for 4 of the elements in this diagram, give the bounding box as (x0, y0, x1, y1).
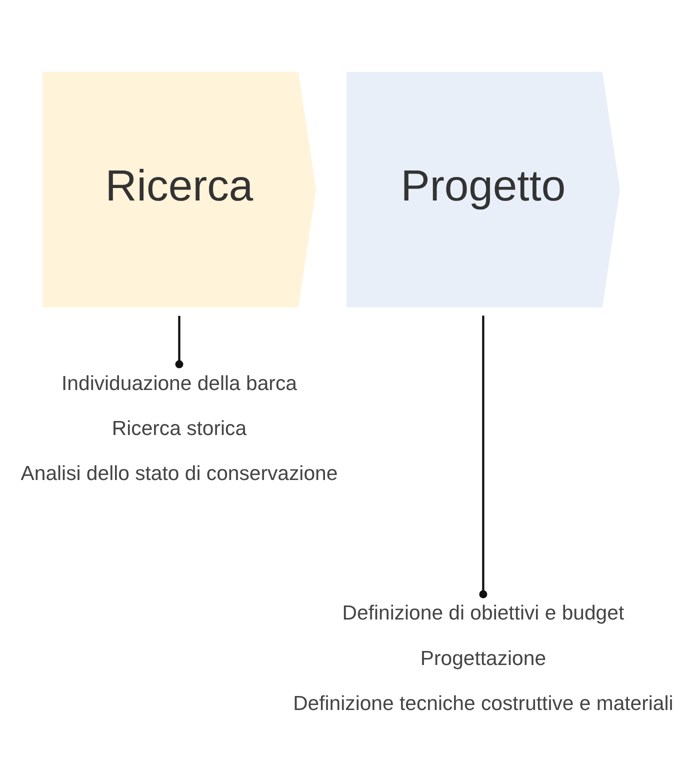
node-text: Definizione di obiettivi e budget Progettazione Definizione tecniche costruttive e materiali (293, 602, 674, 714)
node-text: Individuazione della barca Ricerca storica Analisi dello stato di conservazione (20, 372, 338, 485)
connector (479, 315, 488, 598)
connector (175, 315, 184, 368)
